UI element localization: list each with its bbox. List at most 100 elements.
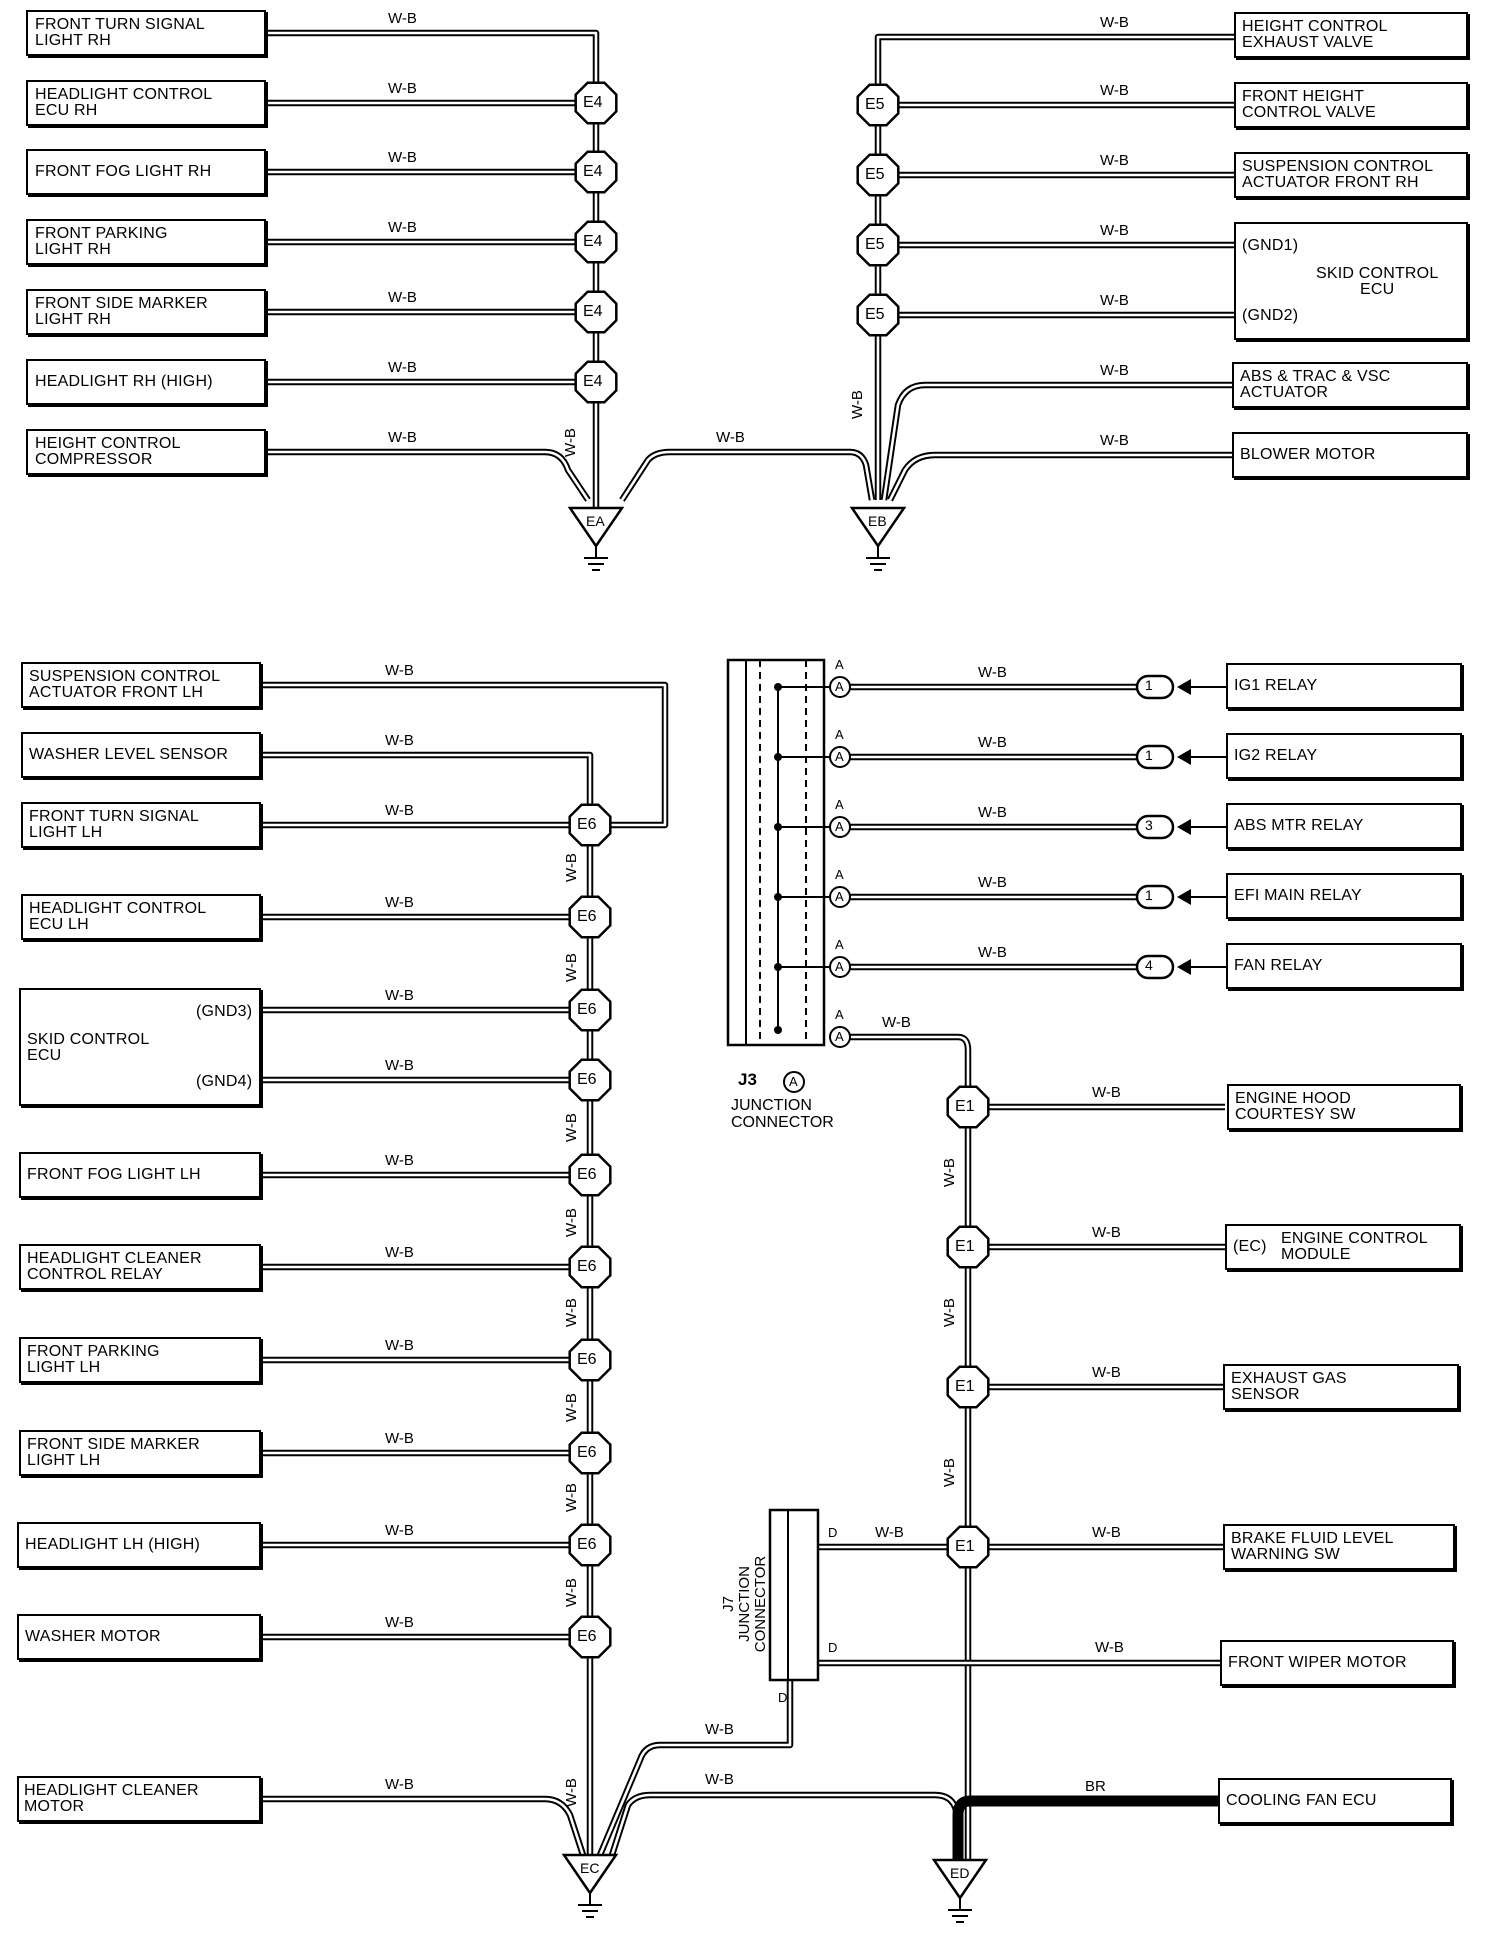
- wire-color-label: W-B: [705, 1721, 734, 1738]
- relay-terminal-arrow: [1177, 959, 1191, 975]
- component-label: WASHER MOTOR: [25, 1628, 161, 1645]
- pin-letter-small: A: [835, 937, 844, 952]
- wire-ec-ed-link: [608, 1791, 962, 1861]
- component-label: EFI MAIN RELAY: [1234, 887, 1362, 904]
- component-label: HEADLIGHT CONTROL ECU LH: [29, 900, 207, 933]
- wire-core: [261, 753, 592, 1855]
- wire-core: [261, 1797, 585, 1856]
- pin-letter-small: A: [835, 657, 844, 672]
- wire-core: [610, 1793, 960, 1861]
- component-label: FRONT SIDE MARKER LIGHT LH: [27, 1436, 200, 1469]
- component-label: HEIGHT CONTROL EXHAUST VALVE: [1242, 18, 1388, 51]
- wire-core: [266, 450, 590, 501]
- wire-color-label: W-B: [562, 1393, 580, 1422]
- splice-e5: [856, 223, 900, 267]
- gnd4-pin-label: (GND4): [196, 1073, 253, 1090]
- component-label: FRONT PARKING LIGHT LH: [27, 1343, 160, 1376]
- wire-color-label: W-B: [562, 1208, 580, 1237]
- relay-terminal: [1135, 744, 1175, 770]
- headlight-rh-high-box: HEADLIGHT RH (HIGH): [26, 359, 266, 405]
- wire-color-label: W-B: [940, 1158, 958, 1187]
- wire-color-label: W-B: [875, 1524, 904, 1541]
- component-label: HEADLIGHT LH (HIGH): [25, 1536, 201, 1553]
- splice-e1: [946, 1365, 990, 1409]
- j3-junction-label: JUNCTION: [731, 1097, 812, 1114]
- br-wire-label: BR: [1085, 1778, 1106, 1795]
- component-label: HEADLIGHT CLEANER MOTOR: [24, 1782, 199, 1815]
- component-label: WASHER LEVEL SENSOR: [29, 746, 229, 763]
- abs-trac-vsc-actuator-box: ABS & TRAC & VSC ACTUATOR: [1232, 362, 1468, 408]
- splice-e5: [856, 293, 900, 337]
- front-parking-light-rh-box: FRONT PARKING LIGHT RH: [26, 219, 266, 265]
- component-label: SUSPENSION CONTROL ACTUATOR FRONT RH: [1242, 158, 1434, 191]
- component-label: ENGINE HOOD COURTESY SW: [1235, 1090, 1356, 1123]
- component-label: BRAKE FLUID LEVEL WARNING SW: [1231, 1530, 1394, 1563]
- fan-relay-pin: 4: [1145, 957, 1153, 973]
- component-label: HEADLIGHT RH (HIGH): [35, 373, 213, 390]
- splice-e5: [856, 83, 900, 127]
- wire-color-label: W-B: [1092, 1224, 1121, 1241]
- splice-label: E5: [865, 306, 885, 323]
- fan-relay-box: FAN RELAY: [1226, 943, 1462, 989]
- ground-label: EC: [580, 1860, 600, 1876]
- splice-e4: [574, 81, 618, 125]
- component-label: ENGINE CONTROL MODULE: [1281, 1230, 1428, 1263]
- cooling-fan-ecu-box: COOLING FAN ECU: [1218, 1778, 1452, 1824]
- splice-label: E5: [865, 96, 885, 113]
- wire-core: [261, 683, 667, 827]
- splice-e6: [568, 1245, 612, 1289]
- splice-label: E4: [583, 163, 603, 180]
- headlight-control-ecu-lh-box: HEADLIGHT CONTROL ECU LH: [21, 894, 261, 940]
- wire-color-label: W-B: [1092, 1364, 1121, 1381]
- splice-label: E1: [955, 1098, 975, 1115]
- wire-core: [620, 450, 874, 501]
- wire-color-label: W-B: [716, 429, 745, 446]
- relay-terminal: [1135, 674, 1175, 700]
- component-label: SKID CONTROL ECU: [27, 1031, 150, 1064]
- wire-color-label: W-B: [388, 219, 417, 236]
- ig2-relay-pin: 1: [1145, 747, 1153, 763]
- wire-color-label: W-B: [385, 894, 414, 911]
- junction-dot: [774, 1026, 782, 1034]
- height-control-compressor-box: HEIGHT CONTROL COMPRESSOR: [26, 429, 266, 475]
- wire-abs-trac-vsc: [880, 381, 1232, 501]
- pin-letter: A: [835, 679, 844, 694]
- ig2-relay-box: IG2 RELAY: [1226, 733, 1462, 779]
- wire-color-label: W-B: [385, 1614, 414, 1631]
- component-label: SUSPENSION CONTROL ACTUATOR FRONT LH: [29, 668, 221, 701]
- wire-color-label: W-B: [848, 390, 866, 419]
- splice-e1: [946, 1525, 990, 1569]
- wire-color-label: W-B: [561, 428, 579, 457]
- j3-pin-a: [829, 1026, 851, 1048]
- ground-label: EB: [868, 513, 887, 529]
- component-label: FRONT FOG LIGHT RH: [35, 163, 212, 180]
- splice-label: E6: [577, 1166, 597, 1183]
- wire-color-label: W-B: [388, 149, 417, 166]
- component-label: ABS MTR RELAY: [1234, 817, 1364, 834]
- splice-label: E4: [583, 373, 603, 390]
- splice-e4: [574, 360, 618, 404]
- wire-color-label: W-B: [385, 1337, 414, 1354]
- wire-core: [882, 383, 1232, 501]
- ig1-relay-box: IG1 RELAY: [1226, 663, 1462, 709]
- wire-color-label: W-B: [1092, 1084, 1121, 1101]
- abs-mtr-relay-box: ABS MTR RELAY: [1226, 803, 1462, 849]
- component-label: FRONT TURN SIGNAL LIGHT LH: [29, 808, 199, 841]
- wire-color-label: W-B: [978, 734, 1007, 751]
- wire-color-label: W-B: [1100, 14, 1129, 31]
- splice-label: E4: [583, 233, 603, 250]
- height-control-exhaust-valve-box: HEIGHT CONTROL EXHAUST VALVE: [1234, 12, 1468, 58]
- wire-core: [266, 31, 598, 500]
- splice-e6: [568, 1153, 612, 1197]
- front-fog-light-rh-box: FRONT FOG LIGHT RH: [26, 149, 266, 195]
- ec-pin-label: (EC): [1233, 1238, 1267, 1255]
- splice-e6: [568, 895, 612, 939]
- gnd2-pin-label: (GND2): [1242, 307, 1299, 324]
- gnd3-pin-label: (GND3): [196, 1003, 253, 1020]
- suspension-control-actuator-front-lh-box: SUSPENSION CONTROL ACTUATOR FRONT LH: [21, 662, 261, 708]
- wire-core: [840, 1035, 970, 1860]
- wire-color-label: W-B: [385, 987, 414, 1004]
- wire-ea-eb-link: [619, 448, 876, 502]
- splice-label: E6: [577, 1001, 597, 1018]
- front-parking-light-lh-box: FRONT PARKING LIGHT LH: [19, 1337, 261, 1383]
